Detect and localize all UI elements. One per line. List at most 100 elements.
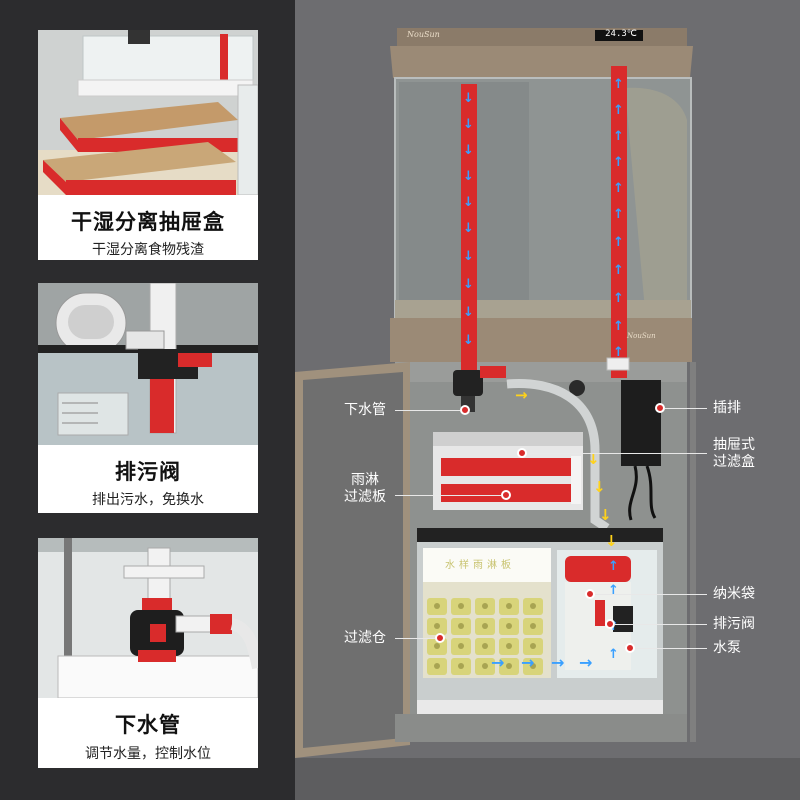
callout-marker-dot	[460, 405, 470, 415]
callout-marker-dot	[655, 403, 665, 413]
callout-label: 过滤仓	[344, 630, 386, 646]
filter-sponge-hole	[530, 623, 536, 629]
aquarium-diagram: 24.3℃ NouSun NouSun 水样雨淋板 ↓↓↓↓↓↓↓↓↓↓↑↑↑↑…	[295, 0, 800, 800]
filter-sponge-hole	[530, 603, 536, 609]
flow-arrow-icon: ↓	[463, 195, 474, 210]
drain-pipe-photo	[38, 538, 258, 698]
callout-label: 抽屉式	[713, 437, 755, 453]
callout-power-strip: 插排	[713, 400, 741, 417]
feature-card-drain-valve: 排污阀 排出污水，免换水	[38, 283, 258, 513]
filter-sponge-grid	[427, 598, 543, 675]
callout-label: 过滤板	[344, 489, 386, 505]
flow-arrow-icon: ↓	[463, 143, 474, 158]
brand-logo: NouSun	[407, 30, 440, 39]
drawer-box-photo	[38, 30, 258, 195]
flow-arrow-icon: ↑	[613, 291, 624, 306]
callout-marker-dot	[585, 589, 595, 599]
filter-plate-label: 水样雨淋板	[445, 560, 515, 571]
filter-sponge-hole	[458, 603, 464, 609]
feature-title: 干湿分离抽屉盒	[71, 210, 225, 234]
callout-marker-dot	[435, 633, 445, 643]
flow-arrow-yellow-icon: ↓	[587, 450, 600, 468]
callout-leader-line	[665, 408, 707, 409]
flow-arrow-yellow-icon: ↓	[605, 532, 618, 550]
callout-label: 纳米袋	[713, 586, 755, 602]
callout-label: 雨淋	[351, 472, 379, 488]
filter-sponge-hole	[506, 603, 512, 609]
feature-title: 排污阀	[115, 460, 181, 484]
flow-arrow-yellow-icon: →	[515, 386, 528, 404]
callout-leader-line	[395, 495, 501, 496]
flow-arrow-icon: ↑	[608, 559, 619, 574]
callout-label: 插排	[713, 400, 741, 416]
filter-sponge-hole	[458, 663, 464, 669]
callout-marker-dot	[605, 619, 615, 629]
feature-column: 干湿分离抽屉盒 干湿分离食物残渣	[0, 0, 295, 800]
callout-nano-bag: 纳米袋	[713, 586, 755, 603]
callout-rain-filter-plate: 雨淋过滤板	[337, 472, 393, 506]
filter-sponge-hole	[506, 623, 512, 629]
filter-sponge-hole	[458, 643, 464, 649]
callout-leader-line	[527, 453, 707, 454]
callout-label: 水泵	[713, 640, 741, 656]
flow-arrow-icon: ↑	[613, 319, 624, 334]
flow-arrow-icon: ↑	[613, 103, 624, 118]
flow-arrow-icon: ↑	[613, 77, 624, 92]
filter-sponge-hole	[458, 623, 464, 629]
filter-sponge-hole	[506, 643, 512, 649]
callout-drain-valve: 排污阀	[713, 616, 755, 633]
flow-arrow-icon: ↓	[463, 305, 474, 320]
aquarium-cabinet-illustration	[295, 28, 800, 800]
flow-arrow-yellow-icon: ↓	[599, 506, 612, 524]
filter-sponge-hole	[482, 603, 488, 609]
callout-drawer-filter-box: 抽屉式过滤盒	[713, 437, 755, 471]
flow-arrow-icon: →	[551, 653, 565, 672]
flow-arrow-icon: ↓	[463, 169, 474, 184]
callout-leader-line	[595, 594, 707, 595]
callout-label: 排污阀	[713, 616, 755, 632]
filter-sponge-hole	[506, 663, 512, 669]
feature-caption: 调节水量，控制水位	[85, 746, 211, 762]
flow-arrow-icon: ↑	[613, 235, 624, 250]
feature-card-drain-pipe: 下水管 调节水量，控制水位	[38, 538, 258, 768]
flow-arrow-icon: ↑	[613, 181, 624, 196]
callout-leader-line	[615, 624, 707, 625]
drawer-box-illustration	[38, 30, 258, 195]
flow-arrow-icon: ↑	[613, 345, 624, 360]
flow-arrow-icon: ↓	[463, 117, 474, 132]
flow-arrow-icon: ↑	[608, 647, 619, 662]
filter-sponge-hole	[434, 603, 440, 609]
callout-label: 下水管	[344, 402, 386, 418]
flow-arrow-icon: ↑	[613, 155, 624, 170]
filter-sponge-hole	[482, 643, 488, 649]
flow-arrow-icon: →	[521, 653, 535, 672]
callout-filter-chamber: 过滤仓	[337, 630, 393, 647]
temperature-display: 24.3℃	[605, 29, 637, 39]
flow-arrow-icon: ↑	[613, 129, 624, 144]
drain-pipe-illustration	[38, 538, 258, 698]
callout-label: 过滤盒	[713, 454, 755, 470]
filter-sponge-hole	[482, 623, 488, 629]
filter-sponge-hole	[530, 643, 536, 649]
flow-arrow-icon: →	[579, 653, 593, 672]
callout-marker-dot	[501, 490, 511, 500]
drain-valve-illustration	[38, 283, 258, 445]
callout-marker-dot	[517, 448, 527, 458]
feature-caption: 干湿分离食物残渣	[92, 242, 204, 258]
flow-arrow-icon: ↓	[463, 277, 474, 292]
drain-valve-photo	[38, 283, 258, 445]
filter-sponge-hole	[434, 663, 440, 669]
filter-sponge-hole	[434, 643, 440, 649]
flow-arrow-yellow-icon: ↓	[593, 478, 606, 496]
flow-arrow-icon: ↓	[463, 91, 474, 106]
callout-leader-line	[395, 410, 460, 411]
feature-caption: 排出污水，免换水	[92, 492, 204, 508]
feature-card-drawer-box: 干湿分离抽屉盒 干湿分离食物残渣	[38, 30, 258, 260]
filter-sponge-hole	[434, 623, 440, 629]
filter-sponge-hole	[482, 663, 488, 669]
flow-arrow-icon: →	[491, 653, 505, 672]
flow-arrow-icon: ↑	[613, 207, 624, 222]
callout-marker-dot	[625, 643, 635, 653]
callout-water-pump: 水泵	[713, 640, 741, 657]
